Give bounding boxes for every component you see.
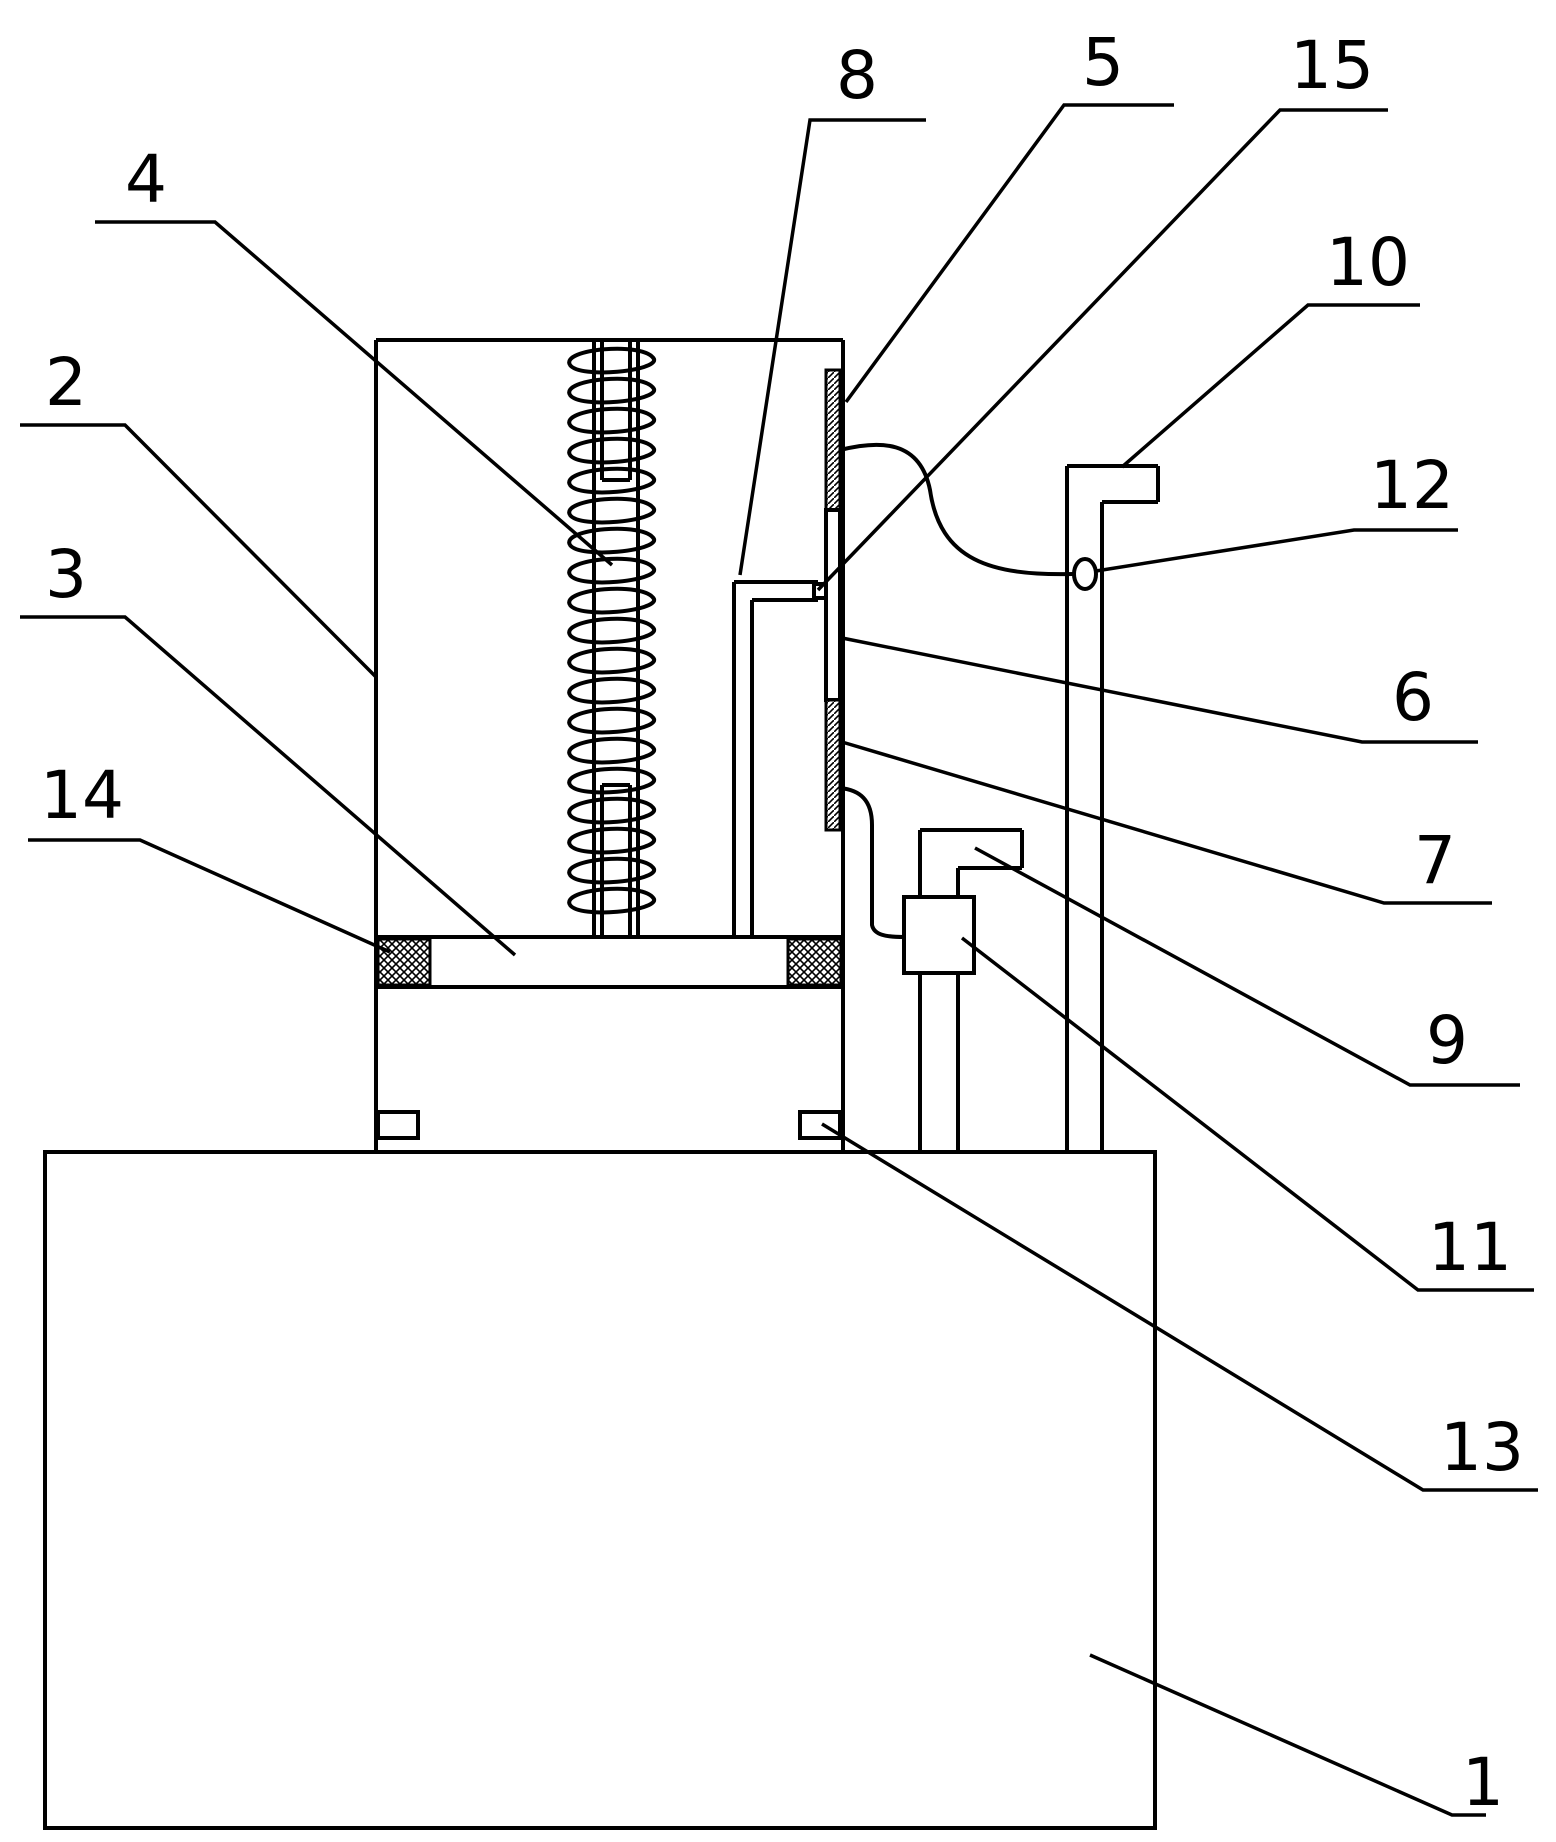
label-14: 14 — [40, 757, 124, 834]
indicator-lamp — [1072, 557, 1098, 591]
label-8: 8 — [836, 37, 878, 114]
seal-block-left — [376, 937, 432, 987]
callout-labels: 1 2 3 4 5 6 7 8 9 10 11 12 13 14 15 — [40, 24, 1524, 1821]
label-5: 5 — [1082, 24, 1124, 101]
seal-block-right — [786, 937, 843, 987]
wire-to-lamp — [839, 442, 1074, 577]
contact-strip-lower — [824, 698, 842, 832]
label-10: 10 — [1326, 224, 1410, 301]
screw-spring-assembly — [567, 340, 656, 937]
contact-gap — [824, 508, 842, 702]
label-11: 11 — [1428, 1209, 1512, 1286]
switch-post — [918, 828, 1024, 1152]
label-12: 12 — [1370, 447, 1454, 524]
stop-tab-left — [376, 1110, 420, 1140]
switch-box — [902, 895, 976, 975]
label-4: 4 — [125, 141, 167, 218]
contact-point — [812, 582, 828, 600]
leader-lines — [20, 103, 1538, 1817]
label-1: 1 — [1462, 1744, 1504, 1821]
label-13: 13 — [1440, 1409, 1524, 1486]
contact-strip-upper — [824, 368, 842, 512]
vertical-rod — [732, 580, 818, 937]
label-2: 2 — [45, 344, 87, 421]
label-7: 7 — [1414, 822, 1456, 899]
support-plate — [374, 935, 845, 989]
wire-to-switch — [839, 786, 905, 939]
stop-tab-right — [798, 1110, 842, 1140]
label-6: 6 — [1392, 659, 1434, 736]
label-3: 3 — [45, 536, 87, 613]
label-15: 15 — [1290, 27, 1374, 104]
label-9: 9 — [1426, 1002, 1468, 1079]
base-box — [43, 1150, 1157, 1830]
